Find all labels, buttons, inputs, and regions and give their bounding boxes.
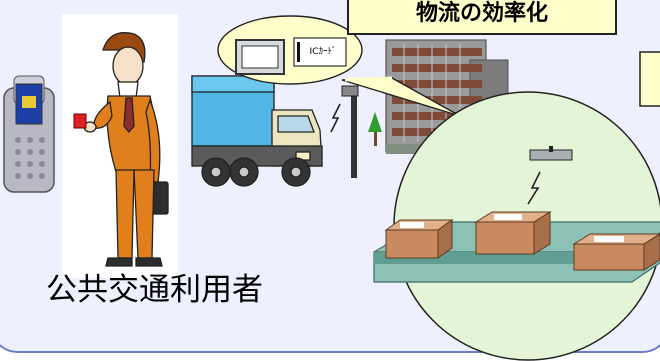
delivery-truck-icon	[191, 75, 323, 187]
public-transport-user-figure	[73, 32, 169, 267]
ic-card-reader-icon	[330, 85, 359, 178]
parcel-box-icon	[572, 233, 660, 271]
tree-icon	[368, 112, 382, 146]
title-box	[347, 0, 617, 35]
parcel-box-icon	[474, 211, 552, 255]
speech-bubble	[217, 15, 461, 117]
ic-card-icon	[293, 37, 347, 67]
public-transport-user-caption: 公共交通利用者	[46, 272, 263, 308]
mobile-phone-icon	[3, 75, 55, 193]
title-label: 物流の効率化	[415, 1, 548, 26]
ic-card-label: ICｶｰﾄﾞ	[309, 47, 337, 57]
partial-label-box	[639, 51, 660, 107]
parcel-box-icon	[384, 219, 454, 259]
logistics-circle	[373, 91, 660, 361]
antenna-icon	[527, 171, 541, 205]
ic-card-in-hand	[73, 113, 87, 129]
